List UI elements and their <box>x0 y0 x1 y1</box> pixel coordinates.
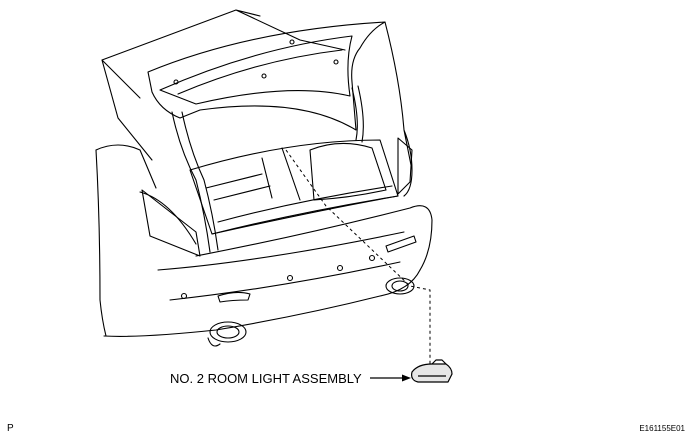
left-tail-lamp <box>141 189 201 257</box>
right-quarter-panel <box>384 21 413 197</box>
trunk-lid-outer <box>147 21 386 131</box>
trunk-opening <box>189 139 399 235</box>
sensor-2 <box>286 274 294 282</box>
right-hinge-arm <box>351 85 364 143</box>
trunk-lid-inner-panel <box>159 35 353 105</box>
sensor-1 <box>180 292 188 300</box>
callout-arrowhead <box>402 374 411 382</box>
c-pillar-line <box>95 144 157 189</box>
left-quarter-panel <box>95 149 197 337</box>
lid-hole-2 <box>261 73 267 79</box>
right-tail-lamp <box>397 137 413 195</box>
left-exhaust-tip <box>209 321 247 343</box>
car-rear-illustration <box>95 9 433 347</box>
bumper-crease <box>157 231 405 301</box>
left-exhaust-inner <box>216 325 240 339</box>
trunk-lid-rib <box>177 49 343 95</box>
room-light-clip <box>431 359 447 365</box>
rear-bumper-lower <box>103 269 421 337</box>
left-hinge-arm <box>171 111 219 253</box>
trunk-carpet-lines <box>205 173 271 201</box>
room-light-body <box>411 363 453 383</box>
trunk-side-wall <box>261 147 301 201</box>
license-lamp-slot <box>217 291 251 303</box>
lid-hole-1 <box>173 79 179 85</box>
figure-code: E161155E01 <box>639 424 685 433</box>
rear-window-outline <box>101 9 346 161</box>
bumper-reflector <box>385 235 417 253</box>
sensor-4 <box>368 254 376 262</box>
left-exhaust-pipe <box>207 337 221 347</box>
callout-label: NO. 2 ROOM LIGHT ASSEMBLY <box>170 371 362 386</box>
trunk-floor <box>211 185 399 235</box>
corner-left-code: P <box>7 423 14 434</box>
sensor-3 <box>336 264 344 272</box>
right-exhaust-tip <box>385 277 415 295</box>
lid-hole-3 <box>333 59 339 65</box>
right-exhaust-inner <box>391 280 409 292</box>
lid-hole-4 <box>289 39 295 45</box>
rear-bumper-upper <box>195 205 433 271</box>
room-light-assembly-part <box>411 359 453 383</box>
spare-cover <box>309 142 387 201</box>
